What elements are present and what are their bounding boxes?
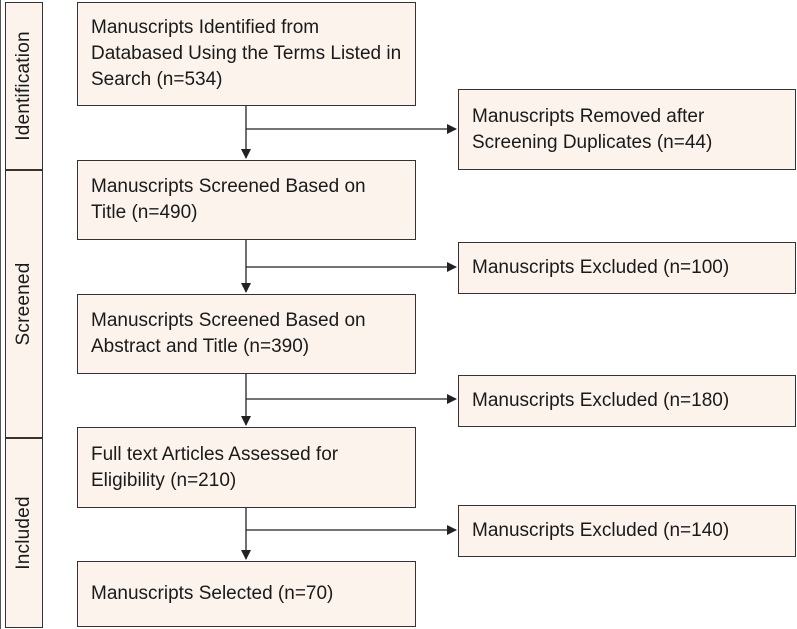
box-screened-title-text: Manuscripts Screened Based on Title (n=4…: [91, 176, 366, 223]
box-excluded-180-text: Manuscripts Excluded (n=180): [472, 390, 730, 411]
box-selected-text: Manuscripts Selected (n=70): [91, 583, 334, 604]
box-excluded-100: Manuscripts Excluded (n=100): [458, 242, 796, 294]
phase-identification: Identification: [5, 2, 43, 170]
box-excluded-100-text: Manuscripts Excluded (n=100): [472, 257, 730, 278]
box-screened-title: Manuscripts Screened Based on Title (n=4…: [77, 160, 416, 240]
box-selected: Manuscripts Selected (n=70): [77, 561, 416, 627]
box-full-text: Full text Articles Assessed for Eligibil…: [77, 427, 416, 508]
box-full-text-text: Full text Articles Assessed for Eligibil…: [91, 443, 339, 491]
box-identified-text: Manuscripts Identified from Databased Us…: [91, 17, 402, 90]
box-excluded-180: Manuscripts Excluded (n=180): [458, 375, 796, 427]
box-excluded-140: Manuscripts Excluded (n=140): [458, 505, 796, 557]
phase-included: Included: [5, 438, 43, 628]
box-removed-duplicates: Manuscripts Removed after Screening Dupl…: [458, 89, 796, 170]
phase-screened: Screened: [5, 170, 43, 438]
box-removed-duplicates-text: Manuscripts Removed after Screening Dupl…: [472, 105, 713, 153]
box-screened-abstract-text: Manuscripts Screened Based on Abstract a…: [91, 310, 366, 357]
box-excluded-140-text: Manuscripts Excluded (n=140): [472, 520, 730, 541]
box-screened-abstract: Manuscripts Screened Based on Abstract a…: [77, 294, 416, 374]
box-identified: Manuscripts Identified from Databased Us…: [77, 2, 416, 106]
